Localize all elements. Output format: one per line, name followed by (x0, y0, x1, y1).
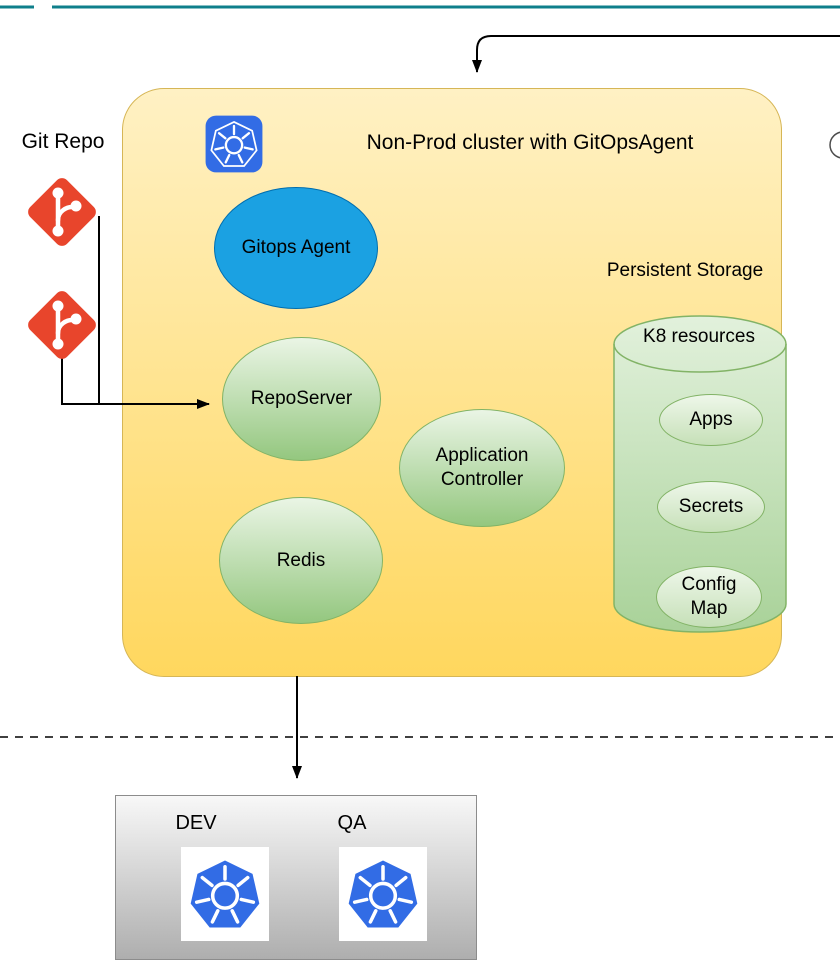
cylinder-title: K8 resources (643, 326, 755, 347)
apps-label: Apps (689, 409, 733, 431)
kubernetes-icon (205, 115, 263, 173)
k8-resources-cylinder (612, 314, 788, 634)
qa-kubernetes-icon (339, 847, 427, 941)
cluster-title: Non-Prod cluster with GitOpsAgent (366, 131, 694, 154)
dev-label: DEV (175, 812, 217, 834)
config-map-label: Config Map (681, 574, 737, 619)
gitops-agent-node: Gitops Agent (214, 187, 378, 309)
repo-server-label: RepoServer (250, 388, 353, 410)
apps-node: Apps (659, 394, 763, 446)
config-map-node: Config Map (656, 566, 762, 628)
redis-node: Redis (219, 497, 383, 624)
repo-server-node: RepoServer (222, 337, 381, 461)
git-icon (28, 178, 96, 246)
persistent-storage-label: Persistent Storage (606, 260, 764, 281)
redis-label: Redis (276, 549, 326, 571)
secrets-label: Secrets (678, 496, 744, 518)
qa-label: QA (337, 812, 367, 834)
arrow-top-into-cluster (472, 35, 840, 73)
git-icon (28, 291, 96, 359)
dev-kubernetes-icon (181, 847, 269, 941)
gitops-agent-label: Gitops Agent (241, 237, 351, 259)
edge-partial-circle (829, 131, 840, 159)
arrow-git-to-reposerver (61, 354, 210, 409)
application-controller-label: Application Controller (435, 445, 529, 490)
secrets-node: Secrets (657, 481, 765, 533)
git-repo-label: Git Repo (21, 130, 105, 153)
application-controller-node: Application Controller (399, 409, 565, 527)
